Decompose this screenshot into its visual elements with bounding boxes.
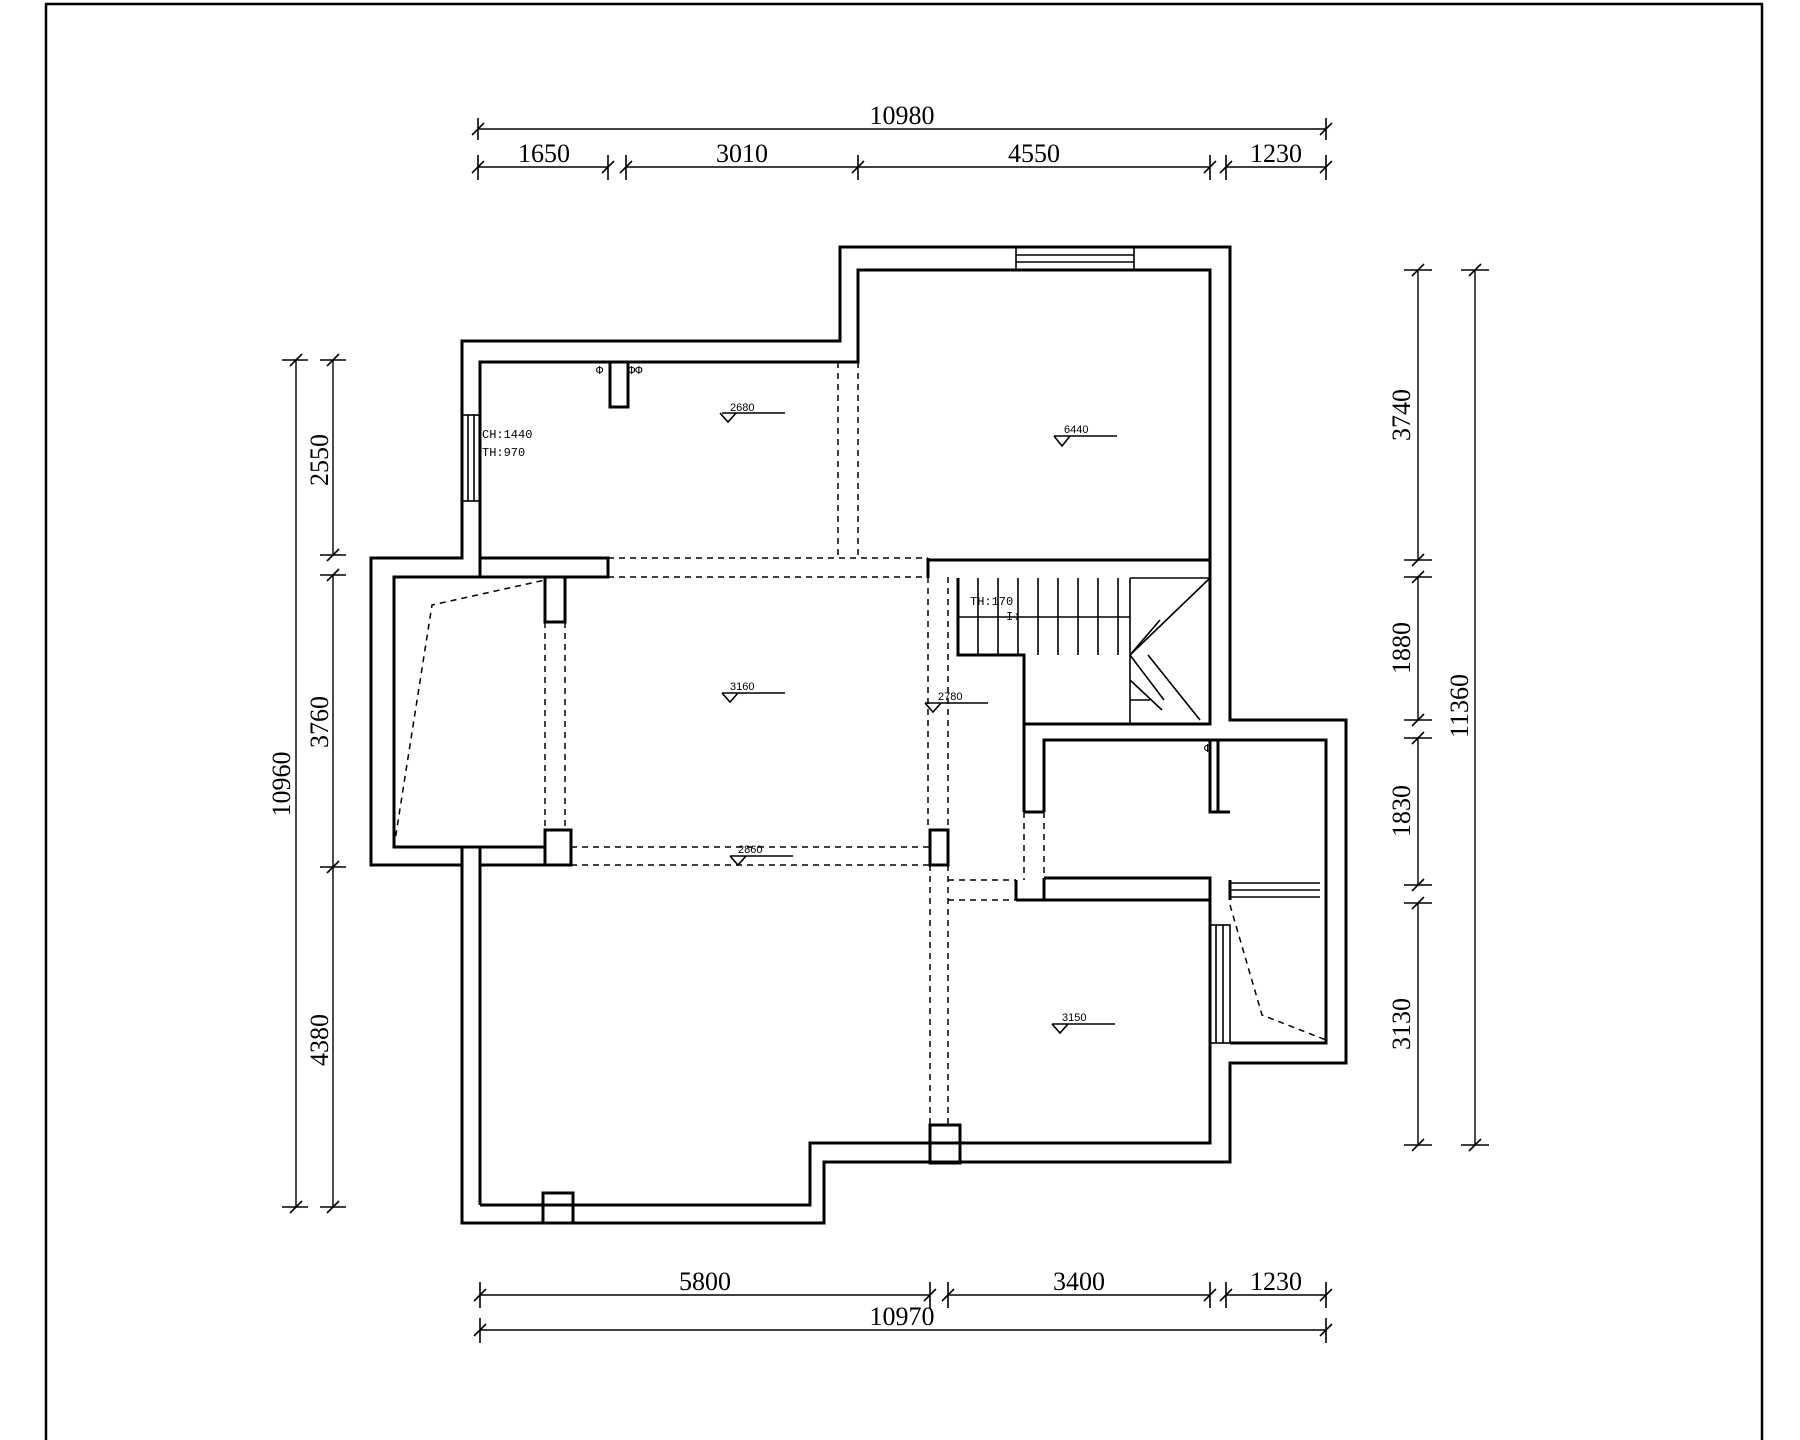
- bottom-dimension-group: 5800 3400 1230 10970: [473, 1267, 1333, 1343]
- inner-wall: [392, 268, 1212, 1205]
- outer-wall: [369, 245, 1348, 1225]
- top-window: [1015, 246, 1135, 271]
- top-segment-4: 1230: [1250, 139, 1302, 168]
- left-segment-2: 3760: [305, 696, 334, 748]
- top-dimension-group: 10980 1650 3010 4550 1230: [471, 101, 1333, 180]
- pipe-mark-2: ΦΦ: [628, 364, 643, 378]
- right-segment-2: 1880: [1387, 622, 1416, 674]
- bottom-segment-1: 5800: [679, 1267, 731, 1296]
- inner-wall-right: [1230, 738, 1328, 1045]
- left-segment-3: 4380: [305, 1014, 334, 1066]
- elevation-stair-side: 2780: [924, 691, 988, 714]
- dashed-lines: [393, 362, 1327, 1125]
- window-th-note: TH:970: [482, 446, 525, 460]
- svg-text:2680: 2680: [730, 402, 754, 414]
- elevation-room-bottom-right: 3150: [1051, 1012, 1115, 1035]
- top-segment-1: 1650: [518, 139, 570, 168]
- elevation-room-top-right: 6440: [1053, 424, 1117, 448]
- staircase: [957, 577, 1211, 724]
- right-segment-1: 3740: [1387, 389, 1416, 441]
- left-dimension-group: 10960 2550 3760 4380: [267, 353, 346, 1214]
- right-overall-dimension: 11360: [1445, 674, 1474, 738]
- left-segment-1: 2550: [305, 434, 334, 486]
- bottom-segment-2: 3400: [1053, 1267, 1105, 1296]
- bottom-overall-dimension: 10970: [870, 1302, 935, 1331]
- svg-text:6440: 6440: [1064, 424, 1088, 436]
- svg-text:2860: 2860: [738, 844, 762, 856]
- right-segment-3: 1830: [1387, 785, 1416, 837]
- svg-text:3160: 3160: [730, 681, 754, 693]
- left-overall-dimension: 10960: [267, 752, 296, 817]
- notes: CH:1440 TH:970 TH:170 I: Φ ΦΦ Φ: [482, 364, 1212, 756]
- pipe-mark-1: Φ: [596, 364, 604, 378]
- top-segment-3: 4550: [1008, 139, 1060, 168]
- elevation-beam-center: 2860: [729, 844, 793, 867]
- elevation-room-top-left: 2680: [719, 402, 785, 424]
- right-window: [1209, 924, 1231, 1044]
- sheet-border: [44, 2, 1764, 1440]
- bottom-segment-3: 1230: [1250, 1267, 1302, 1296]
- svg-text:2780: 2780: [938, 691, 962, 703]
- right-dimension-group: 3740 1880 1830 3130 11360: [1387, 263, 1489, 1152]
- top-segment-2: 3010: [716, 139, 768, 168]
- stair-mark-note: I:: [1006, 610, 1020, 624]
- left-window: [461, 414, 481, 502]
- walls: [369, 245, 1348, 1225]
- svg-text:3150: 3150: [1062, 1012, 1086, 1024]
- top-overall-dimension: 10980: [870, 101, 935, 130]
- elevation-markers: 2680 6440 3160 2780 2860 3150: [719, 402, 1117, 1035]
- right-segment-4: 3130: [1387, 998, 1416, 1050]
- stair-th-note: TH:170: [970, 595, 1013, 609]
- pipe-mark-3: Φ: [1204, 742, 1212, 756]
- inner-wall-bottom: [480, 900, 1212, 1207]
- window-ch-note: CH:1440: [482, 428, 532, 442]
- elevation-room-center: 3160: [721, 681, 785, 704]
